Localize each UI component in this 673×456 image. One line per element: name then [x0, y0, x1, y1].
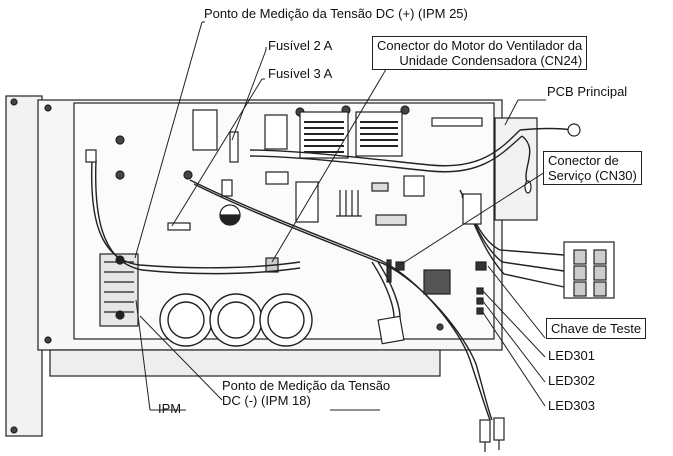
label-led303: LED303: [548, 398, 595, 413]
terminal-block: [564, 242, 614, 298]
fuse-holder-mid: [463, 194, 481, 224]
chassis-left-bracket: [6, 96, 42, 436]
relay: [265, 115, 287, 149]
toroid-capacitors: [160, 294, 312, 346]
label-service-connector: Conector de Serviço (CN30): [543, 151, 642, 185]
label-service-line1: Conector de: [548, 153, 637, 168]
fuse-3a-body: [168, 223, 190, 230]
label-fan-motor-connector: Conector do Motor do Ventilador da Unida…: [372, 36, 587, 70]
label-led301: LED301: [548, 348, 595, 363]
label-fuse-3a: Fusível 3 A: [268, 66, 332, 81]
label-service-line2: Serviço (CN30): [548, 168, 637, 183]
test-switch-part: [476, 262, 486, 270]
label-main-pcb: PCB Principal: [547, 84, 627, 99]
label-dc-minus: Ponto de Medição da Tensão DC (-) (IPM 1…: [222, 378, 390, 408]
fuse-2a-body: [230, 132, 238, 162]
fuse-holder-top: [432, 118, 482, 126]
transformer: [193, 110, 217, 150]
led301-part: [477, 288, 483, 294]
coil-right: [356, 112, 402, 156]
left-connector: [86, 150, 96, 162]
chassis-bottom-rail: [50, 350, 440, 376]
ic-chip: [424, 270, 450, 294]
connector-a: [266, 172, 288, 184]
label-fan-motor-line2: Unidade Condensadora (CN24): [377, 53, 582, 68]
connector-c: [404, 176, 424, 196]
coil-left: [300, 112, 348, 158]
label-fan-motor-line1: Conector do Motor do Ventilador da: [377, 38, 582, 53]
label-dc-plus: Ponto de Medição da Tensão DC (+) (IPM 2…: [204, 6, 468, 21]
connector-b: [372, 183, 388, 191]
connector-d: [376, 215, 406, 225]
label-fuse-2a: Fusível 2 A: [268, 38, 332, 53]
label-dc-minus-line1: Ponto de Medição da Tensão: [222, 378, 390, 393]
small-cap: [222, 180, 232, 196]
label-led302: LED302: [548, 373, 595, 388]
label-dc-minus-line2: DC (-) (IPM 18): [222, 393, 390, 408]
label-test-switch: Chave de Teste: [546, 318, 646, 339]
led302-part: [477, 298, 483, 304]
label-ipm: IPM: [158, 401, 181, 416]
